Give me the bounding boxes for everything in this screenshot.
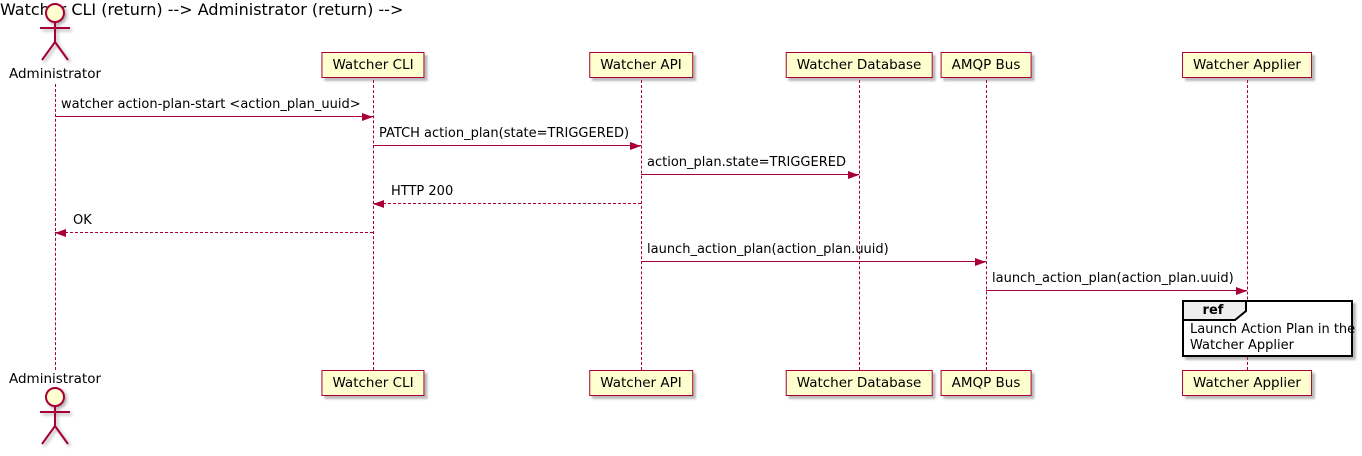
- ref-tab-label: ref: [1202, 303, 1224, 318]
- actor-label-bottom: Administrator: [8, 371, 102, 387]
- participant-watcher-api-bottom: Watcher API: [589, 370, 693, 396]
- message-label: watcher action-plan-start <action_plan_u…: [61, 97, 361, 112]
- participant-watcher-cli-bottom: Watcher CLI: [321, 370, 425, 396]
- ref-text: Launch Action Plan in the Watcher Applie…: [1190, 322, 1355, 354]
- message-line: [373, 145, 641, 146]
- participant-watcher-database-top: Watcher Database: [785, 52, 933, 78]
- arrowhead-right-icon: [362, 113, 373, 121]
- message-patch-action-plan: PATCH action_plan(state=TRIGGERED): [373, 124, 641, 150]
- ref-tab-icon: [1182, 300, 1247, 321]
- arrowhead-right-icon: [1236, 287, 1247, 295]
- participant-watcher-cli-top: Watcher CLI: [321, 52, 425, 78]
- message-label: PATCH action_plan(state=TRIGGERED): [379, 126, 630, 141]
- participant-watcher-api-top: Watcher API: [589, 52, 693, 78]
- message-line: [641, 261, 986, 262]
- ref-text-line2: Watcher Applier: [1190, 338, 1294, 353]
- message-line: [986, 290, 1247, 291]
- message-state-triggered: action_plan.state=TRIGGERED: [641, 153, 859, 179]
- participant-amqp-bus-top: AMQP Bus: [940, 52, 1032, 78]
- arrowhead-left-icon: [373, 200, 384, 208]
- message-launch-action-plan-amqp: launch_action_plan(action_plan.uuid): [986, 269, 1247, 295]
- lifeline-amqp-bus: [986, 80, 987, 370]
- message-line: [373, 203, 641, 204]
- message-action-plan-start: watcher action-plan-start <action_plan_u…: [55, 95, 373, 121]
- message-label: action_plan.state=TRIGGERED: [647, 155, 846, 170]
- message-label: HTTP 200: [391, 184, 454, 199]
- message-launch-action-plan-api: launch_action_plan(action_plan.uuid): [641, 240, 986, 266]
- lifeline-watcher-cli: [373, 80, 374, 370]
- message-line: [55, 116, 373, 117]
- actor-stick-figure-icon-bottom: [40, 387, 70, 445]
- participant-amqp-bus-bottom: AMQP Bus: [940, 370, 1032, 396]
- message-label: launch_action_plan(action_plan.uuid): [992, 271, 1234, 286]
- lifeline-administrator: [55, 84, 56, 370]
- actor-stick-figure-icon-top: [40, 3, 70, 61]
- lifeline-watcher-applier: [1247, 80, 1248, 370]
- arrowhead-right-icon: [848, 171, 859, 179]
- message-line: [55, 232, 373, 233]
- message-ok: OK: [55, 211, 373, 237]
- actor-label-top: Administrator: [8, 66, 102, 82]
- participant-watcher-database-bottom: Watcher Database: [785, 370, 933, 396]
- ref-fragment: ref Launch Action Plan in the Watcher Ap…: [1182, 300, 1355, 357]
- participant-watcher-applier-top: Watcher Applier: [1182, 52, 1312, 78]
- ref-text-line1: Launch Action Plan in the: [1190, 322, 1356, 337]
- message-label: launch_action_plan(action_plan.uuid): [647, 242, 889, 257]
- lifeline-watcher-api: [641, 80, 642, 370]
- message-label: OK: [73, 213, 92, 228]
- arrowhead-left-icon: [55, 229, 66, 237]
- arrowhead-right-icon: [975, 258, 986, 266]
- participant-watcher-applier-bottom: Watcher Applier: [1182, 370, 1312, 396]
- message-http-200: HTTP 200: [373, 182, 641, 208]
- message-line: [641, 174, 859, 175]
- arrowhead-right-icon: [630, 142, 641, 150]
- lifeline-watcher-database: [859, 80, 860, 370]
